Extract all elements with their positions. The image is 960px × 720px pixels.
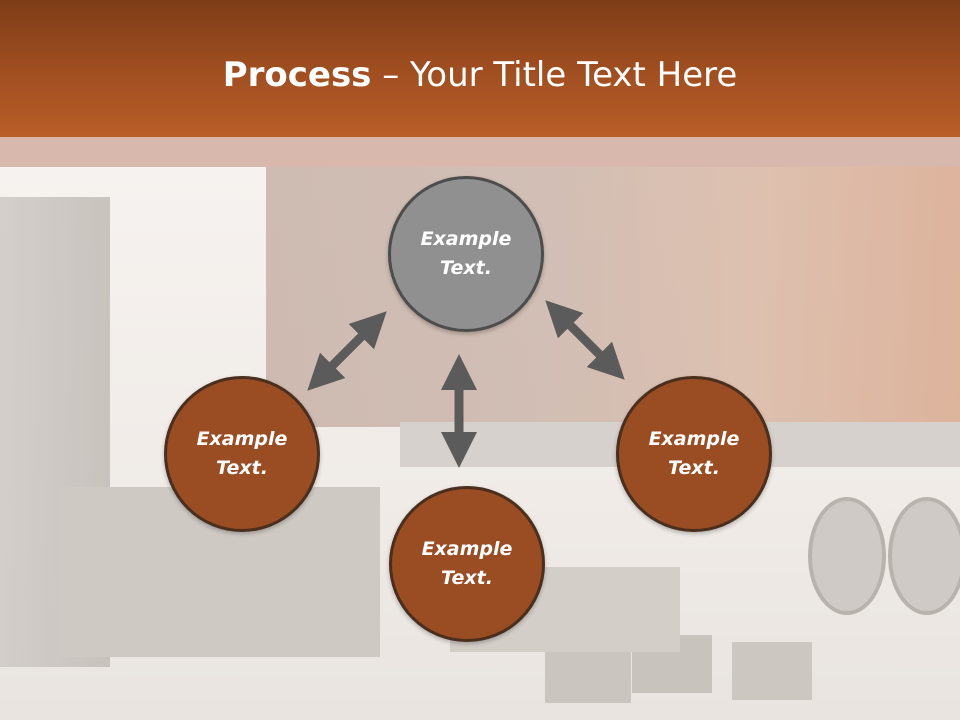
process-circle-right[interactable]: Example Text. [616, 376, 772, 532]
slide-title: Process – Your Title Text Here [0, 54, 960, 96]
process-circle-bottom-text: Example Text. [421, 538, 513, 589]
process-circle-top-text: Example Text. [420, 228, 512, 279]
slide-title-rest: – Your Title Text Here [371, 55, 738, 95]
process-circle-right-text: Example Text. [648, 428, 740, 479]
cargo-box-image [545, 645, 631, 703]
process-circle-left-text: Example Text. [196, 428, 288, 479]
double-arrow-icon [307, 311, 387, 391]
process-circle-left[interactable]: Example Text. [164, 376, 320, 532]
cargo-box-image [732, 642, 812, 700]
process-circle-bottom[interactable]: Example Text. [389, 486, 545, 642]
double-arrow-icon [545, 300, 625, 380]
slide-title-bold: Process [222, 55, 372, 95]
title-subband [0, 137, 960, 167]
process-circle-top[interactable]: Example Text. [388, 176, 544, 332]
truck-wheel-image [888, 497, 960, 615]
title-band [0, 0, 960, 137]
truck-wheel-image [808, 497, 886, 615]
